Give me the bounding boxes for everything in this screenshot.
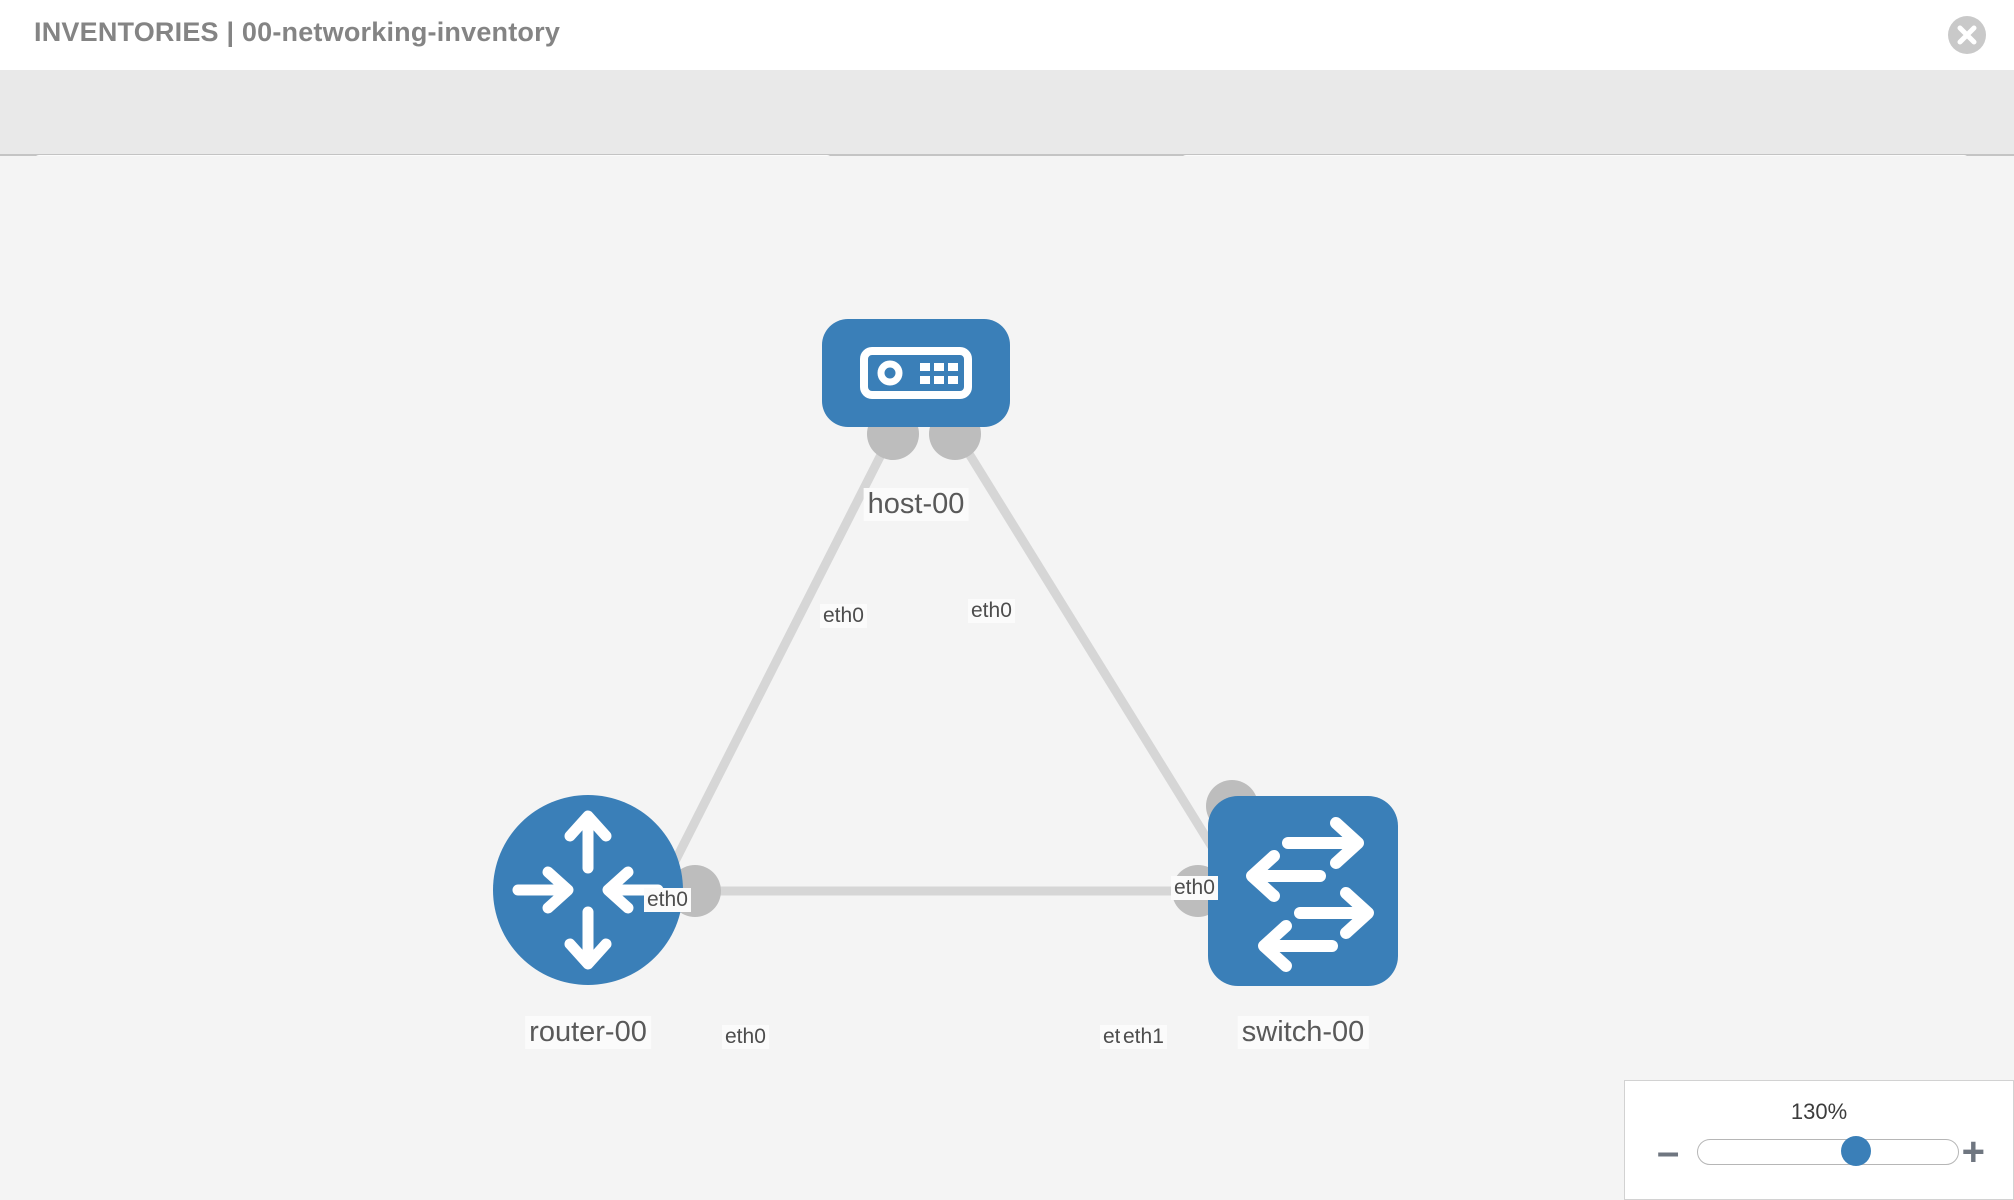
topology-links (655, 428, 1234, 896)
interface-label: eth0 (722, 1025, 769, 1049)
window-header: INVENTORIES | 00-networking-inventory (0, 0, 2014, 70)
topology-canvas[interactable]: host-00 router-00 switch-00 eth0 eth0 et… (0, 156, 2014, 1200)
zoom-out-button[interactable]: – (1657, 1130, 1680, 1174)
node-label-router-00: router-00 (525, 1016, 651, 1049)
topology-ports (669, 408, 1258, 917)
zoom-control: 130% – + (1624, 1080, 2014, 1200)
link-host-router (655, 428, 898, 894)
node-host-00 (822, 319, 1010, 427)
interface-label: eth0 (968, 599, 1015, 623)
node-label-switch-00: switch-00 (1237, 1016, 1369, 1049)
close-icon[interactable] (1948, 16, 1986, 54)
zoom-level-value: 130% (1790, 1099, 1848, 1124)
topology-graph (493, 319, 1398, 986)
server-icon (860, 347, 972, 399)
node-label-host-00: host-00 (863, 488, 969, 521)
link-host-switch (951, 428, 1234, 879)
zoom-slider-track[interactable] (1697, 1136, 1959, 1166)
router-arrows-icon (512, 810, 664, 970)
node-router-00 (493, 795, 683, 985)
node-switch-00 (1208, 796, 1398, 986)
zoom-in-button[interactable]: + (1961, 1130, 1985, 1174)
interface-label: eth1 (1120, 1025, 1167, 1049)
interface-label: eth0 (820, 604, 867, 628)
interface-label: eth0 (644, 888, 691, 912)
zoom-slider-thumb[interactable] (1841, 1136, 1871, 1166)
switch-arrows-icon (1246, 817, 1374, 972)
interface-label: eth0 (1171, 876, 1218, 900)
toolbar: ACTIONS SEARCH (0, 70, 2014, 212)
page-title: INVENTORIES | 00-networking-inventory (34, 17, 561, 47)
